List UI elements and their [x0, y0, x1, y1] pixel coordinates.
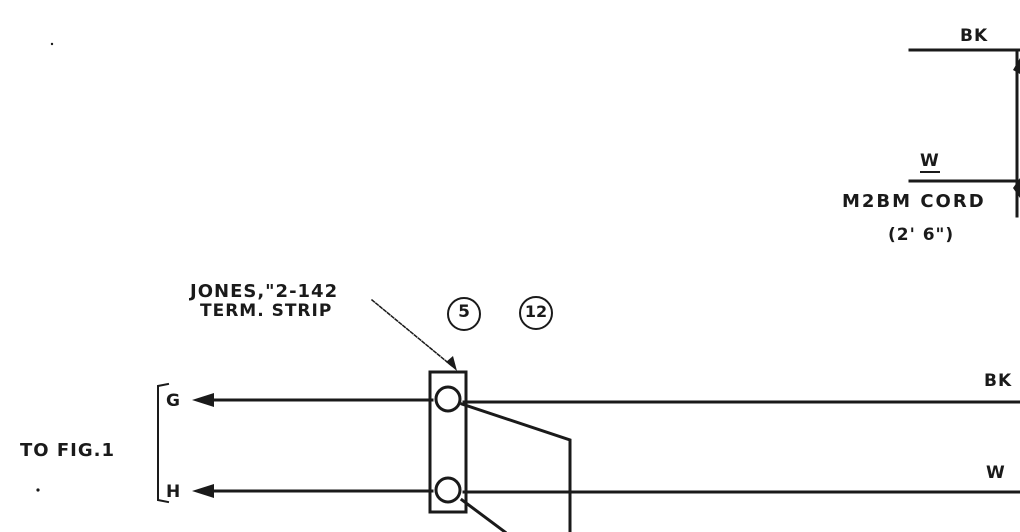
g-terminal-label: G: [166, 391, 181, 411]
terminal-strip: [428, 370, 468, 514]
callout-12: 12: [524, 302, 548, 321]
to-fig-label: TO FIG.1: [20, 440, 115, 461]
cord-length-label: (2' 6"): [888, 225, 955, 245]
w-label-top: W: [920, 151, 940, 171]
terminal-screw-top: [434, 385, 462, 413]
terminal-strip-label-line1: JONES,"2-142: [190, 281, 339, 302]
bk-label-top: BK: [960, 26, 989, 46]
cord-tip-top: [1013, 58, 1020, 74]
w-label-mid: W: [986, 463, 1006, 483]
jumper-wire: [460, 402, 572, 532]
bk-label-mid: BK: [984, 371, 1013, 391]
callout-circle-12: [519, 296, 553, 330]
h-arrowhead: [192, 484, 214, 498]
jumper-wire-lower: [459, 497, 508, 532]
speck: [36, 488, 40, 492]
g-arrowhead: [192, 393, 214, 407]
cord-name-label: M2BM CORD: [842, 191, 986, 212]
callout-circle-5: [447, 297, 481, 331]
cord-tip-bottom: [1013, 178, 1020, 198]
fig-bracket: [157, 382, 170, 504]
h-terminal-label: H: [166, 482, 182, 502]
leader-arrowhead: [446, 356, 457, 371]
leader-line: [370, 298, 454, 368]
callout-5: 5: [458, 302, 470, 322]
speck: [50, 42, 54, 46]
terminal-strip-label-line2: TERM. STRIP: [200, 301, 333, 321]
terminal-screw-bottom: [434, 476, 462, 504]
